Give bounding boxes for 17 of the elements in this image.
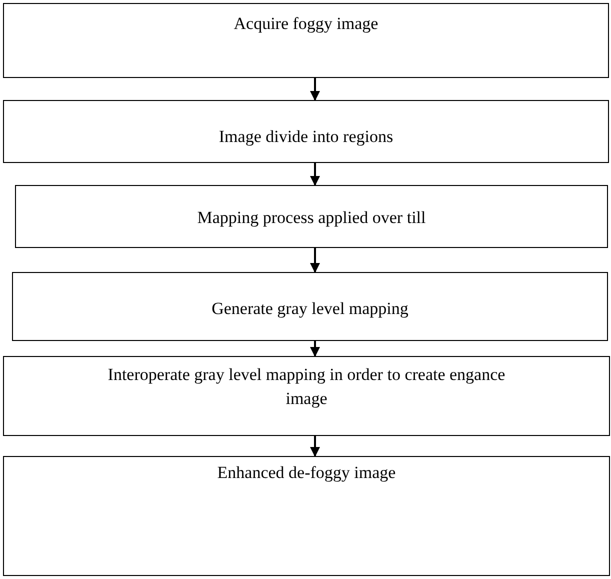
- process-box: [3, 100, 609, 163]
- arrow: [310, 436, 320, 457]
- process-box: [15, 185, 608, 248]
- process-box: [3, 356, 610, 436]
- step-text: Interoperate gray level mapping in order to create engance image: [106, 364, 506, 410]
- step-text: Acquire foggy image: [234, 13, 378, 35]
- step-text: Mapping process applied over till: [197, 207, 426, 229]
- arrow: [310, 341, 320, 357]
- arrow: [310, 78, 320, 101]
- step-text: Generate gray level mapping: [212, 298, 408, 320]
- step-text: Image divide into regions: [218, 126, 394, 148]
- step-text: Enhanced de-foggy image: [217, 462, 396, 484]
- arrow: [310, 248, 320, 273]
- process-box: [12, 272, 608, 341]
- process-box: [3, 456, 610, 576]
- process-box: [3, 3, 609, 78]
- arrow: [310, 163, 320, 186]
